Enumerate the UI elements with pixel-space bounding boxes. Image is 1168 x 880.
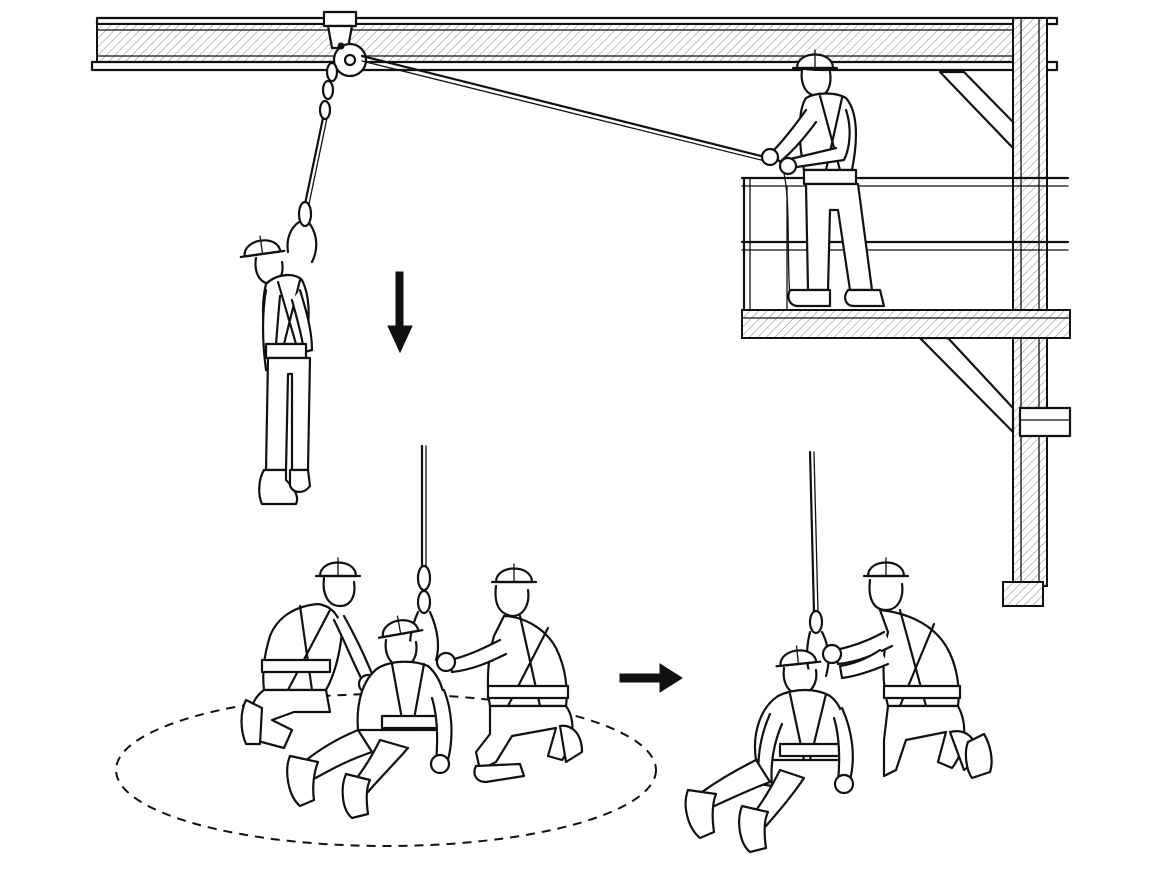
rescuer-right [435, 562, 584, 784]
pulley-anchor [322, 10, 368, 78]
recovery-panel [684, 450, 993, 854]
haul-rope [360, 54, 791, 301]
overhead-beam [90, 16, 1059, 72]
ground-rescue-team [115, 444, 657, 847]
arrow-down [387, 271, 413, 354]
suspension-chain [286, 61, 339, 264]
rescuer-recovery [821, 556, 993, 780]
arrow-right [619, 663, 683, 693]
support-column [918, 17, 1072, 607]
casualty-recovery [684, 642, 855, 854]
work-platform [740, 176, 1071, 339]
platform-operator-figure [760, 48, 886, 308]
casualty-seated [286, 611, 453, 820]
suspended-worker-figure [237, 231, 314, 506]
